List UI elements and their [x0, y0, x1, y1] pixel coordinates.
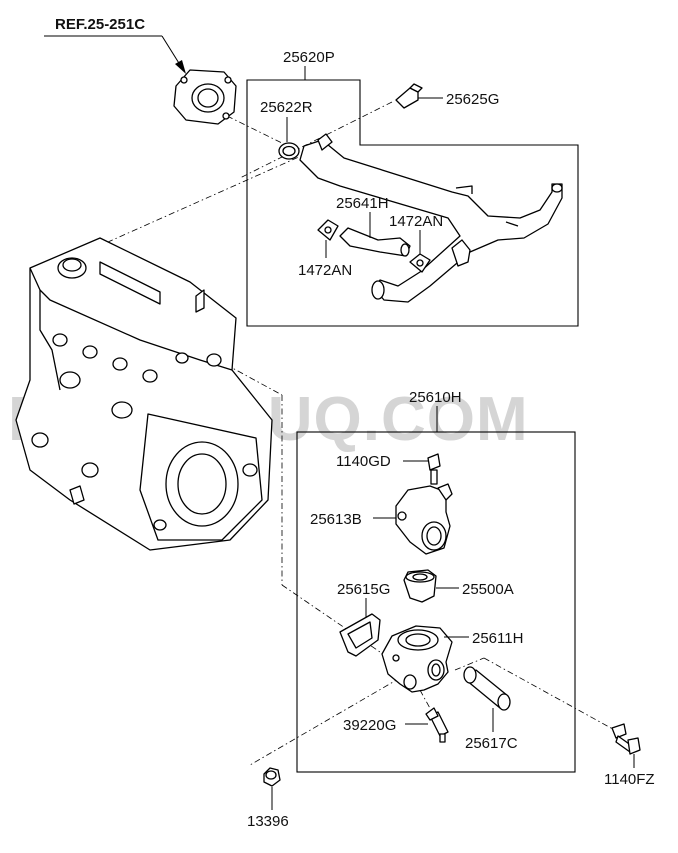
bypass-pipe-25617C — [463, 666, 511, 711]
thermostat-body-25611H — [381, 625, 453, 693]
thermostat-housing-25613B — [395, 483, 453, 555]
label-25500A[interactable]: 25500A — [462, 581, 514, 598]
bolt-1140GD — [427, 453, 441, 485]
label-13396[interactable]: 13396 — [247, 813, 289, 830]
label-25615G[interactable]: 25615G — [337, 581, 390, 598]
callout-13396[interactable]: 13396 — [247, 787, 289, 830]
group-callout-25620P[interactable]: 25620P — [283, 49, 335, 80]
group-label-upper[interactable]: 25620P — [283, 49, 335, 66]
label-1140FZ[interactable]: 1140FZ — [604, 771, 655, 788]
callout-39220G[interactable]: 39220G — [343, 717, 428, 734]
group-box-25620P — [246, 79, 579, 327]
gasket-25615G — [339, 613, 381, 657]
callout-25641H[interactable]: 25641H — [336, 195, 389, 238]
reference-label[interactable]: REF.25-251C — [55, 16, 145, 33]
group-box-25610H — [296, 431, 576, 773]
reference-callout[interactable]: REF.25-251C — [44, 16, 186, 74]
reference-flange-housing — [173, 69, 237, 125]
engine-block — [15, 237, 273, 551]
callout-1140FZ[interactable]: 1140FZ — [604, 754, 655, 788]
label-25625G[interactable]: 25625G — [446, 91, 499, 108]
label-25641H[interactable]: 25641H — [336, 195, 389, 212]
group-label-lower[interactable]: 25610H — [409, 389, 462, 406]
callout-1140GD[interactable]: 1140GD — [336, 453, 428, 470]
label-25622R[interactable]: 25622R — [260, 99, 313, 116]
group-callout-25610H[interactable]: 25610H — [409, 389, 462, 432]
reference-arrowhead — [175, 60, 186, 74]
callout-25615G[interactable]: 25615G — [337, 581, 390, 618]
label-1140GD[interactable]: 1140GD — [336, 453, 391, 470]
label-25617C[interactable]: 25617C — [465, 735, 518, 752]
label-1472AN-left[interactable]: 1472AN — [298, 262, 352, 279]
label-25613B[interactable]: 25613B — [310, 511, 362, 528]
callout-25617C[interactable]: 25617C — [465, 708, 518, 752]
plug-13396 — [263, 767, 281, 787]
bolt-1140FZ — [611, 723, 641, 755]
callout-1472AN-right[interactable]: 1472AN — [389, 213, 443, 254]
callout-25613B[interactable]: 25613B — [310, 511, 396, 528]
callout-25611H[interactable]: 25611H — [444, 630, 523, 647]
hose-25641H — [339, 227, 411, 257]
callout-25622R[interactable]: 25622R — [260, 99, 313, 142]
callout-25625G[interactable]: 25625G — [418, 91, 499, 108]
callout-25500A[interactable]: 25500A — [436, 581, 514, 598]
clamp-1472AN-right — [409, 253, 431, 273]
label-25611H[interactable]: 25611H — [472, 630, 523, 647]
temperature-sensor-39220G — [425, 707, 449, 743]
o-ring-25622R — [278, 142, 300, 160]
thermostat-25500A — [403, 569, 437, 603]
bolt-25625G — [395, 83, 423, 109]
label-1472AN-right[interactable]: 1472AN — [389, 213, 443, 230]
label-39220G[interactable]: 39220G — [343, 717, 396, 734]
clamp-1472AN-left — [317, 219, 339, 241]
callout-1472AN-left[interactable]: 1472AN — [298, 240, 352, 279]
water-pipe-assembly — [299, 133, 563, 303]
